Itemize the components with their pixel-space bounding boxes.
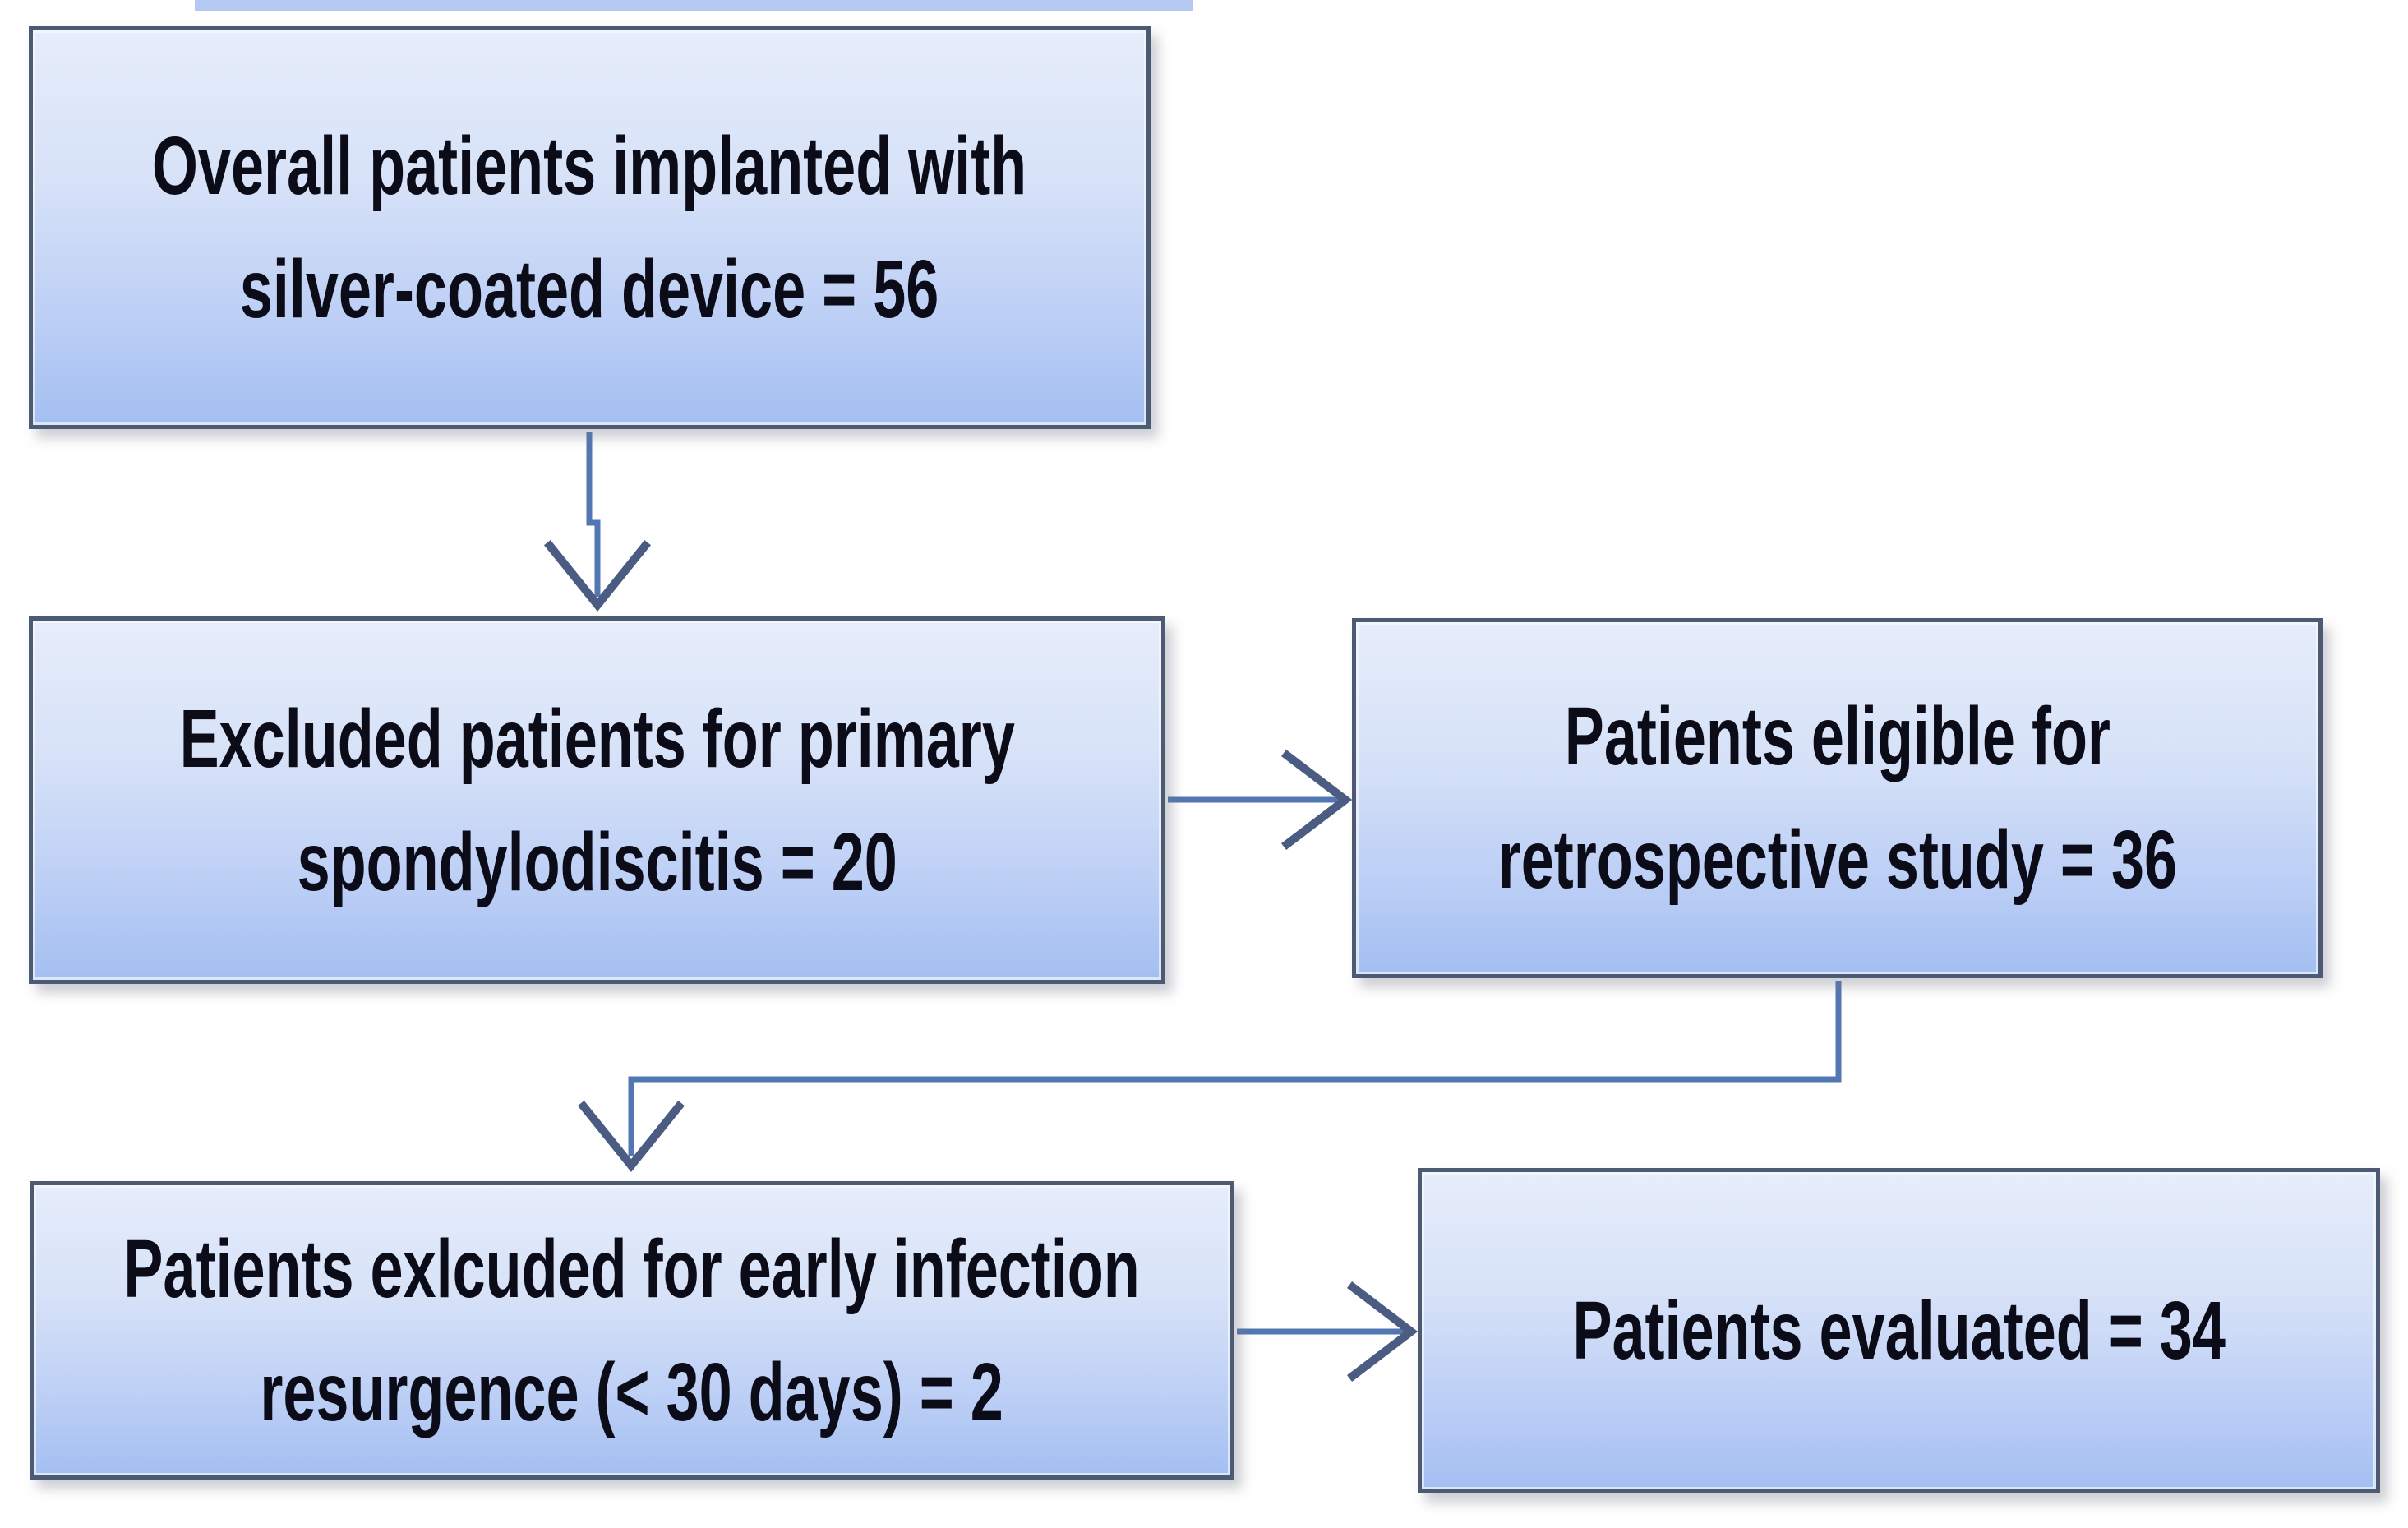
flow-box-patients-evaluated: Patients evaluated = 34 xyxy=(1418,1168,2380,1493)
connector-excluded-primary-to-eligible xyxy=(1168,749,1353,851)
connector-overall-to-excluded-primary xyxy=(543,432,652,612)
connector-excluded-early-to-evaluated xyxy=(1237,1281,1419,1383)
connector-eligible-to-excluded-early xyxy=(577,981,1842,1172)
top-edge-artifact xyxy=(195,0,1193,11)
flow-box-label: Patients evaluated = 34 xyxy=(1572,1285,2226,1377)
